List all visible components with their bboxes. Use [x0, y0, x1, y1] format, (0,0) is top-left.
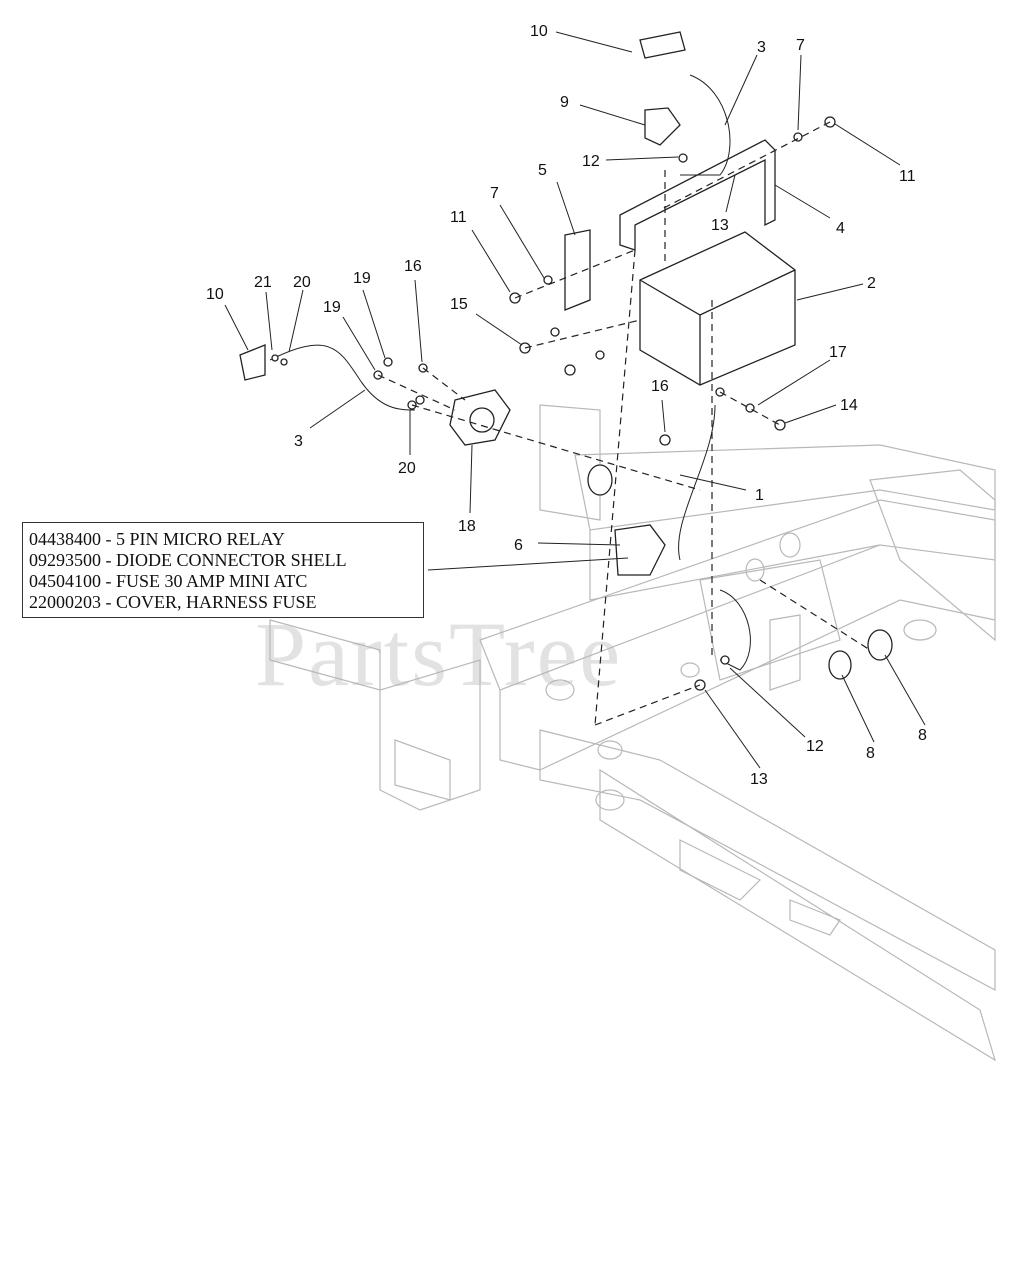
part-grommets: [587, 464, 893, 680]
callout-16-left: 16: [404, 258, 422, 275]
legend-line-fuse: 04504100 - FUSE 30 AMP MINI ATC: [29, 571, 308, 591]
part-relay: [614, 524, 666, 576]
callout-9: 9: [560, 94, 569, 111]
chassis-frame: [269, 404, 997, 1062]
callout-18: 18: [458, 518, 476, 535]
callout-12-bottom: 12: [806, 738, 824, 755]
callout-7-left: 7: [490, 185, 499, 202]
legend-line-cover: 22000203 - COVER, HARNESS FUSE: [29, 592, 317, 612]
callout-20-bottom: 20: [398, 460, 416, 477]
callout-1: 1: [755, 487, 764, 504]
callout-2: 2: [867, 275, 876, 292]
legend-line-relay: 04438400 - 5 PIN MICRO RELAY: [29, 529, 285, 549]
callout-21: 21: [254, 274, 272, 291]
callout-12-top: 12: [582, 153, 600, 170]
callout-numbers: 10 3 7 9 12 11 5 13 4 7 11 2 21 20 19 16…: [206, 23, 927, 788]
callout-20-top: 20: [293, 274, 311, 291]
callout-16-mid: 16: [651, 378, 669, 395]
callout-11-right: 11: [899, 168, 916, 185]
callout-8-left: 8: [866, 745, 875, 762]
callout-8-right: 8: [918, 727, 927, 744]
assembly-lines: [377, 121, 871, 726]
parts-legend: 04438400 - 5 PIN MICRO RELAY 09293500 - …: [22, 522, 424, 618]
callout-3-left: 3: [294, 433, 303, 450]
callout-17: 17: [829, 344, 847, 361]
callout-11-left: 11: [450, 209, 467, 226]
callout-6: 6: [514, 537, 523, 554]
part-solenoid: [449, 389, 511, 446]
callout-7-top: 7: [796, 37, 805, 54]
part-battery: [639, 231, 796, 386]
legend-line-diode: 09293500 - DIODE CONNECTOR SHELL: [29, 550, 347, 570]
callout-14: 14: [840, 397, 858, 414]
part-battery-bracket: [564, 139, 776, 311]
callout-15: 15: [450, 296, 468, 313]
callout-13-top: 13: [711, 217, 729, 234]
watermark: PartsTree: [255, 603, 622, 705]
callout-19-left: 19: [323, 299, 341, 316]
callout-19-top: 19: [353, 270, 371, 287]
callout-10-left: 10: [206, 286, 224, 303]
callout-13-bottom: 13: [750, 771, 768, 788]
callout-5: 5: [538, 162, 547, 179]
callout-4: 4: [836, 220, 845, 237]
leader-lines: [224, 31, 926, 769]
callout-10-top: 10: [530, 23, 548, 40]
callout-3-top: 3: [757, 39, 766, 56]
part-boots: [239, 31, 686, 381]
